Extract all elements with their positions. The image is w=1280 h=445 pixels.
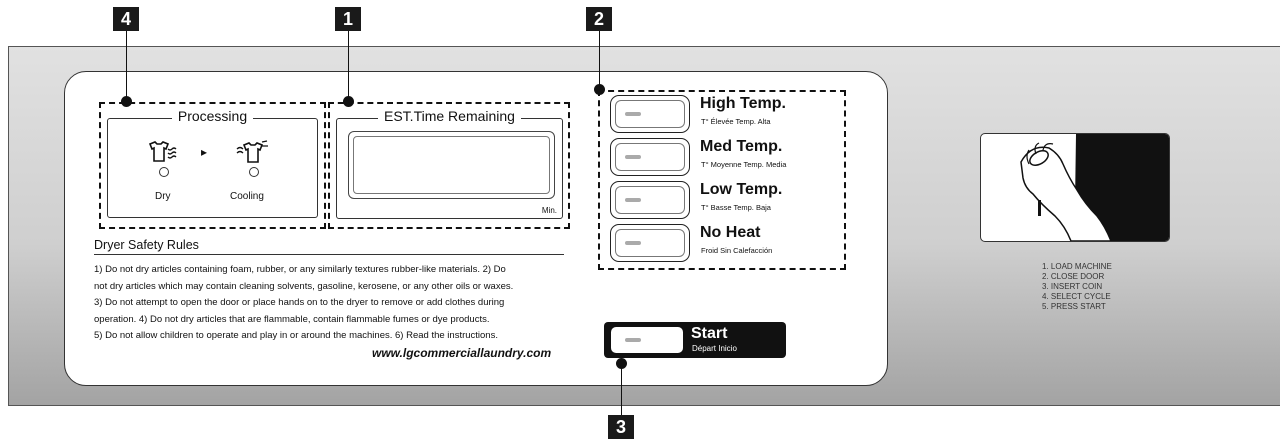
low-temp-indicator bbox=[625, 198, 641, 202]
dry-indicator-led bbox=[159, 167, 169, 177]
shirt-heat-icon bbox=[148, 141, 178, 170]
instruction-step: 2. CLOSE DOOR bbox=[1042, 272, 1105, 281]
time-remaining-box: EST.Time Remaining Min. bbox=[336, 108, 563, 219]
callout-4: 4 bbox=[113, 7, 139, 31]
leader-line-3 bbox=[621, 364, 622, 415]
hand-coin-icon bbox=[980, 133, 1170, 242]
website-url: www.lgcommerciallaundry.com bbox=[372, 346, 552, 360]
low-temp-label: Low Temp. bbox=[700, 181, 783, 198]
leader-line-1 bbox=[348, 31, 349, 101]
callout-1: 1 bbox=[335, 7, 361, 31]
high-temp-label: High Temp. bbox=[700, 95, 786, 112]
instruction-step: 5. PRESS START bbox=[1042, 302, 1106, 311]
no-heat-label: No Heat bbox=[700, 224, 761, 241]
med-temp-button[interactable] bbox=[610, 138, 690, 176]
temperature-group-outline bbox=[598, 90, 846, 270]
start-label: Start bbox=[691, 325, 728, 342]
callout-2: 2 bbox=[586, 7, 612, 31]
med-temp-label: Med Temp. bbox=[700, 138, 783, 155]
low-temp-button[interactable] bbox=[610, 181, 690, 219]
callout-dot-2 bbox=[594, 84, 605, 95]
low-temp-sublabel: T° Basse Temp. Baja bbox=[701, 203, 771, 212]
leader-line-4 bbox=[126, 31, 127, 101]
callout-dot-3 bbox=[616, 358, 627, 369]
callout-3: 3 bbox=[608, 415, 634, 439]
shirt-cooling-icon bbox=[236, 140, 270, 171]
high-temp-sublabel: T° Élevée Temp. Alta bbox=[701, 117, 771, 126]
cooling-indicator-led bbox=[249, 167, 259, 177]
time-remaining-title: EST.Time Remaining bbox=[337, 108, 562, 124]
no-heat-indicator bbox=[625, 241, 641, 245]
med-temp-indicator bbox=[625, 155, 641, 159]
time-group-outline bbox=[328, 102, 570, 229]
start-button-key bbox=[611, 327, 683, 353]
processing-title: Processing bbox=[108, 108, 317, 124]
safety-rule-line: not dry articles which may contain clean… bbox=[94, 281, 514, 292]
no-heat-sublabel: Froid Sin Calefacción bbox=[701, 246, 773, 255]
instruction-step: 3. INSERT COIN bbox=[1042, 282, 1103, 291]
safety-rule-line: operation. 4) Do not dry articles that a… bbox=[94, 314, 490, 325]
callout-dot-1 bbox=[343, 96, 354, 107]
high-temp-button[interactable] bbox=[610, 95, 690, 133]
processing-box: Processing ▸ Dry Cooling bbox=[107, 108, 318, 218]
high-temp-indicator bbox=[625, 112, 641, 116]
no-heat-button[interactable] bbox=[610, 224, 690, 262]
instruction-step: 4. SELECT CYCLE bbox=[1042, 292, 1111, 301]
med-temp-sublabel: T° Moyenne Temp. Media bbox=[701, 160, 787, 169]
instruction-step: 1. LOAD MACHINE bbox=[1042, 262, 1112, 271]
safety-rule-line: 3) Do not attempt to open the door or pl… bbox=[94, 297, 505, 308]
start-indicator bbox=[625, 338, 641, 342]
time-unit-label: Min. bbox=[541, 206, 557, 215]
time-display bbox=[348, 131, 555, 199]
dry-label: Dry bbox=[155, 191, 171, 202]
leader-line-2 bbox=[599, 31, 600, 89]
safety-rule-line: 5) Do not allow children to operate and … bbox=[94, 330, 498, 341]
start-button[interactable]: Start Départ Inicio bbox=[604, 322, 786, 358]
callout-dot-4 bbox=[121, 96, 132, 107]
safety-rules-heading: Dryer Safety Rules bbox=[94, 238, 564, 255]
cooling-label: Cooling bbox=[230, 191, 264, 202]
processing-group-outline bbox=[99, 102, 326, 229]
start-sublabel: Départ Inicio bbox=[692, 344, 737, 353]
safety-rule-line: 1) Do not dry articles containing foam, … bbox=[94, 264, 506, 275]
process-arrow: ▸ bbox=[201, 145, 208, 159]
